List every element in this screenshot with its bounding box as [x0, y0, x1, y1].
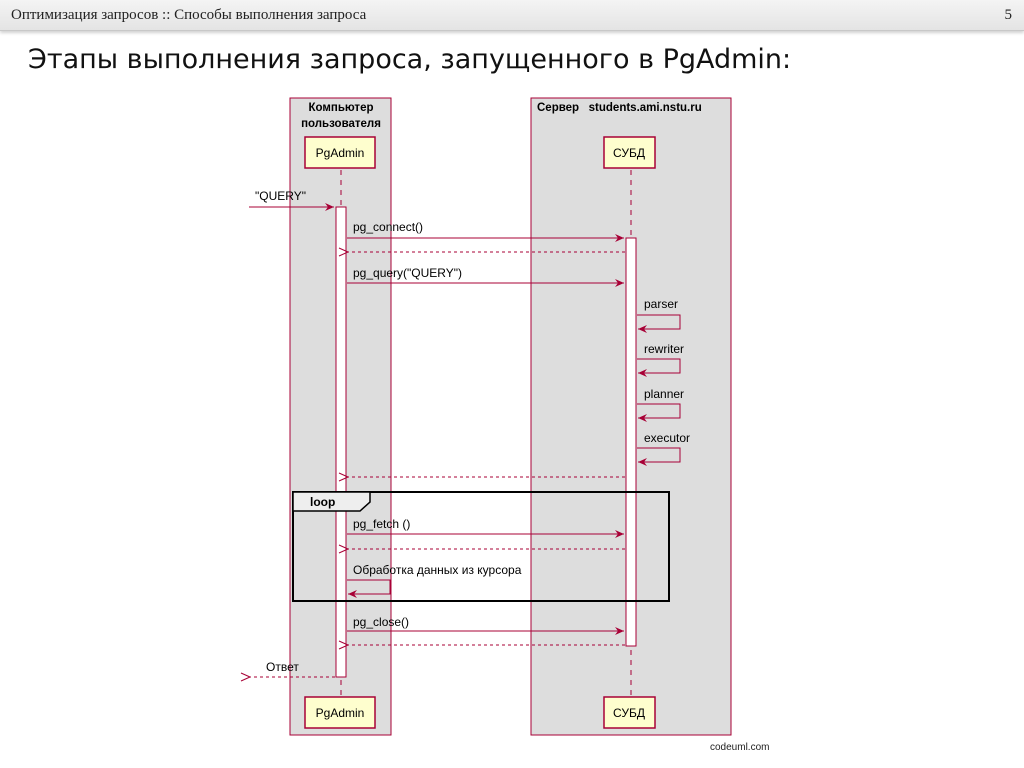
msg-rewriter-label: rewriter	[644, 342, 684, 356]
msg-executor-arrow	[637, 447, 681, 466]
msg-pg-connect-label: pg_connect()	[353, 220, 423, 234]
pgadmin-participant-bottom-label: PgAdmin	[316, 706, 365, 720]
msg-planner-label: planner	[644, 387, 684, 401]
dbms-activation	[625, 237, 637, 647]
msg-rewriter-arrow	[637, 358, 681, 377]
pgadmin-participant-top	[304, 136, 376, 169]
server-box-label: Сервер students.ami.nstu.ru	[537, 102, 702, 114]
msg-parser-label: parser	[644, 297, 678, 311]
header-bar: Оптимизация запросов :: Способы выполнен…	[0, 0, 1024, 31]
msg-answer-label: Ответ	[266, 660, 299, 674]
loop-label: loop	[310, 495, 335, 509]
watermark: codeuml.com	[710, 742, 770, 753]
slide-title: Этапы выполнения запроса, запущенного в …	[28, 44, 792, 75]
msg-parser-arrow	[637, 314, 681, 333]
loop-tab	[292, 491, 371, 512]
msg-query-in-label: "QUERY"	[255, 189, 306, 203]
client-box-label-line2: пользователя	[301, 118, 381, 130]
pgadmin-activation	[335, 206, 347, 678]
dbms-participant-top	[603, 136, 656, 169]
dbms-participant-bottom-label: СУБД	[613, 706, 645, 720]
client-box-label-line1: Компьютер	[308, 102, 373, 114]
pgadmin-participant-bottom	[304, 696, 376, 729]
pgadmin-participant-top-label: PgAdmin	[316, 146, 365, 160]
msg-cursor-processing-label: Обработка данных из курсора	[353, 563, 522, 577]
header-title: Оптимизация запросов :: Способы выполнен…	[11, 7, 367, 23]
msg-pg-close-label: pg_close()	[353, 615, 409, 629]
dbms-participant-bottom	[603, 696, 656, 729]
msg-planner-arrow	[637, 403, 681, 422]
loop-frame	[292, 491, 670, 602]
msg-pg-query-label: pg_query("QUERY")	[353, 266, 462, 280]
msg-pg-fetch-label: pg_fetch ()	[353, 517, 410, 531]
dbms-participant-top-label: СУБД	[613, 146, 645, 160]
page-number: 5	[1004, 7, 1013, 23]
msg-executor-label: executor	[644, 431, 690, 445]
msg-cursor-processing-arrow	[347, 579, 391, 598]
